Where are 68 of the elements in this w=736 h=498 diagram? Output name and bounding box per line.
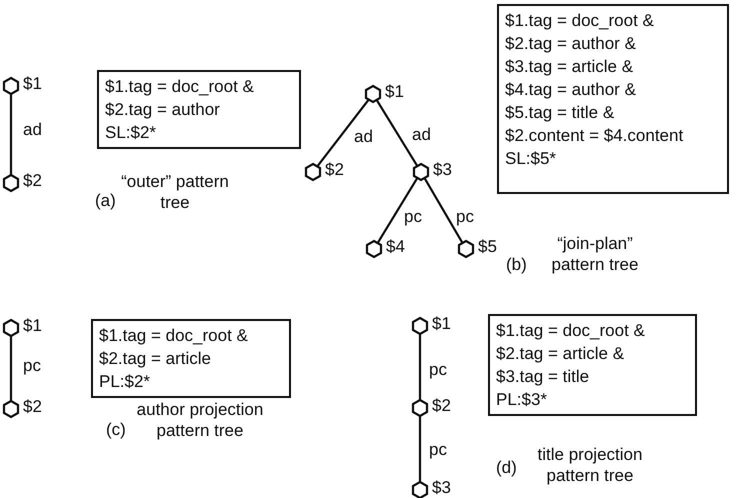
caption: “join-plan” pattern tree xyxy=(550,233,640,275)
predicate-text: SL:$5* xyxy=(505,148,556,170)
tree-edge xyxy=(424,177,464,244)
node-label: $1 xyxy=(385,82,404,102)
panel-label: (c) xyxy=(106,419,127,440)
predicate-text: $3.tag = article & xyxy=(505,56,634,78)
predicate-text: $1.tag = doc_root & xyxy=(105,76,254,98)
hexagon-node xyxy=(459,241,473,257)
panel-label: (d) xyxy=(496,457,518,478)
edge-label: ad xyxy=(22,120,43,140)
predicate-text: $4.tag = author & xyxy=(505,79,636,101)
hexagon-node xyxy=(413,318,427,334)
hexagon-node xyxy=(413,400,427,416)
hexagon-node xyxy=(4,320,18,336)
edge-label: pc xyxy=(403,207,423,227)
node-label: $1 xyxy=(432,314,451,334)
tree-edge xyxy=(376,177,418,244)
tree-edge xyxy=(316,98,370,168)
tree-edge xyxy=(376,99,418,167)
node-label: $2 xyxy=(23,171,42,191)
predicate-text: SL:$2* xyxy=(105,122,156,144)
predicate-box xyxy=(488,314,697,416)
edge-label: pc xyxy=(22,356,42,376)
predicate-text: $1.tag = doc_root & xyxy=(496,320,645,342)
node-label: $2 xyxy=(325,160,344,180)
tree-edge xyxy=(418,333,422,401)
hexagon-node xyxy=(367,241,381,257)
predicate-text: PL:$3* xyxy=(496,389,548,411)
hexagon-node xyxy=(413,482,427,498)
node-label: $2 xyxy=(432,396,451,416)
hexagon-node xyxy=(4,175,18,191)
edge-label: ad xyxy=(353,127,374,147)
tree-edge xyxy=(10,335,12,402)
node-label: $3 xyxy=(433,160,452,180)
node-label: $2 xyxy=(23,397,42,417)
predicate-text: $2.content = $4.content xyxy=(505,125,684,147)
panel-label: (b) xyxy=(506,254,528,275)
predicate-text: $1.tag = doc_root & xyxy=(99,325,248,347)
predicate-text: $1.tag = doc_root & xyxy=(505,10,654,32)
edge-label: pc xyxy=(455,207,475,227)
predicate-text: $2.tag = author xyxy=(105,99,220,121)
predicate-text: $2.tag = author & xyxy=(505,33,636,55)
node-label: $5 xyxy=(478,237,497,257)
edge-label: pc xyxy=(428,360,448,380)
node-label: $3 xyxy=(432,478,451,498)
predicate-text: $5.tag = title & xyxy=(505,102,614,124)
predicate-text: PL:$2* xyxy=(99,371,150,393)
edge-label: pc xyxy=(428,440,448,460)
hexagon-node xyxy=(4,78,18,94)
predicate-text: $3.tag = title xyxy=(496,366,590,388)
predicate-text: $2.tag = article & xyxy=(496,343,624,365)
predicate-box xyxy=(97,70,301,149)
caption: “outer” pattern tree xyxy=(120,171,230,213)
panel-label: (a) xyxy=(95,190,117,211)
hexagon-node xyxy=(366,86,380,102)
hexagon-node xyxy=(414,164,428,180)
hexagon-node xyxy=(306,164,320,180)
edge-label: ad xyxy=(411,125,432,145)
caption: title projection pattern tree xyxy=(536,444,644,486)
tree-edge xyxy=(418,415,422,483)
node-label: $1 xyxy=(23,316,42,336)
predicate-text: $2.tag = article xyxy=(99,348,211,370)
node-label: $1 xyxy=(23,74,42,94)
predicate-box xyxy=(91,319,291,398)
predicate-box xyxy=(497,4,729,194)
hexagon-node xyxy=(4,401,18,417)
node-label: $4 xyxy=(386,237,405,257)
tree-edge xyxy=(10,93,12,176)
